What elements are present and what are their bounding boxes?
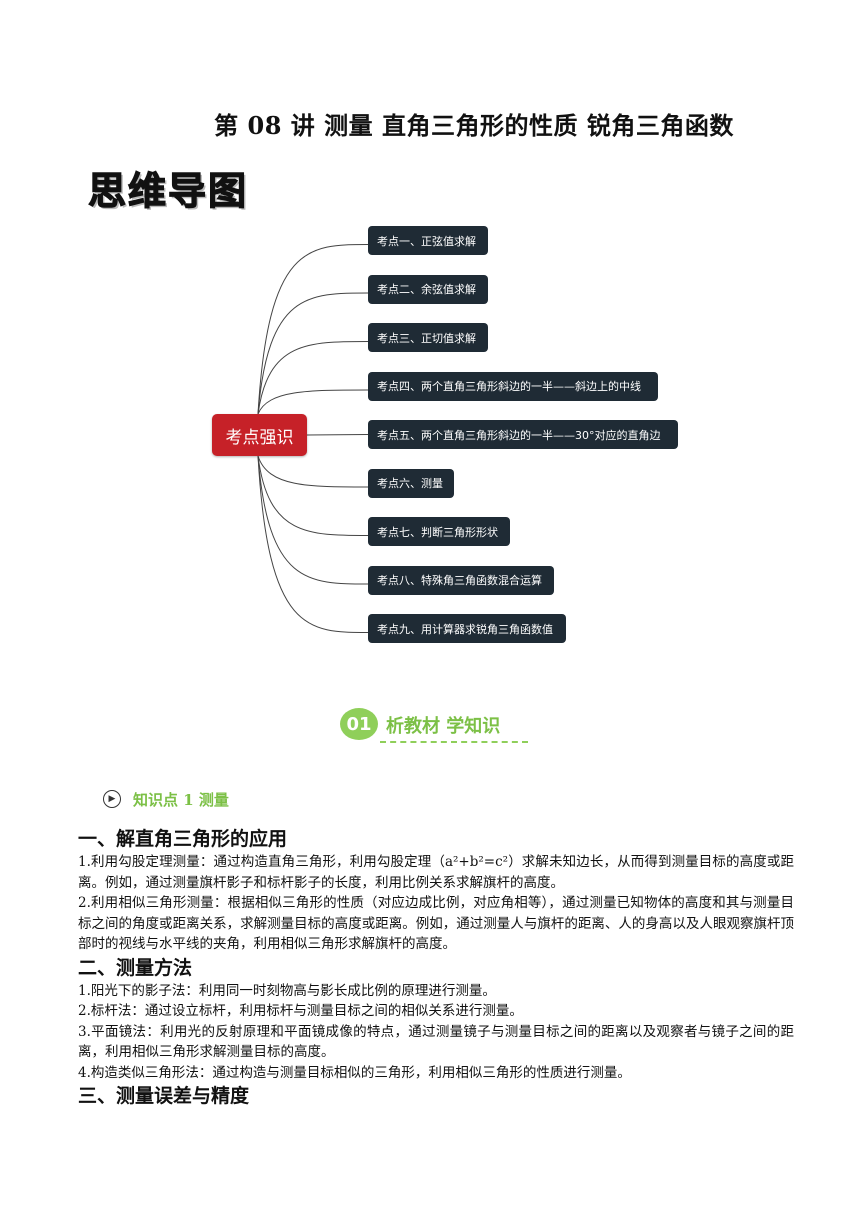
page-title: 第 08 讲 测量 直角三角形的性质 锐角三角函数 bbox=[214, 111, 734, 140]
mindmap-connector-5 bbox=[306, 434, 369, 436]
mindmap-leaf-7: 考点七、判断三角形形状 bbox=[368, 517, 510, 546]
knowledge-point-title: 知识点 1 测量 bbox=[133, 790, 229, 809]
mindmap-leaf-2: 考点二、余弦值求解 bbox=[368, 274, 488, 304]
section-heading: 三、测量误差与精度 bbox=[78, 1085, 250, 1107]
mindmap-leaf-3: 考点三、正切值求解 bbox=[368, 323, 488, 352]
mindmap-connector-2 bbox=[257, 292, 369, 415]
mindmap-leaf-4: 考点四、两个直角三角形斜边的一半——斜边上的中线 bbox=[368, 371, 658, 401]
mindmap-leaf-9: 考点九、用计算器求锐角三角函数值 bbox=[368, 614, 566, 643]
banner-underline bbox=[380, 741, 528, 743]
section-paragraph: 2.标杆法：通过设立标杆，利用标杆与测量目标之间的相似关系进行测量。 bbox=[78, 1003, 523, 1019]
mindmap-leaf-6: 考点六、测量 bbox=[368, 468, 454, 498]
banner-number: 01 bbox=[340, 708, 378, 740]
mindmap-heading: 思维导图 bbox=[87, 168, 249, 213]
mindmap-connector-8 bbox=[257, 455, 369, 585]
mindmap-leaf-8: 考点八、特殊角三角函数混合运算 bbox=[368, 565, 554, 595]
mindmap-connector-6 bbox=[257, 455, 369, 488]
content-body: 一、解直角三角形的应用 1.利用勾股定理测量：通过构造直角三角形，利用勾股定理（a… bbox=[78, 826, 794, 1109]
section-heading: 二、测量方法 bbox=[78, 956, 193, 979]
section-heading: 一、解直角三角形的应用 bbox=[78, 828, 288, 850]
section-paragraph: 2.利用相似三角形测量：根据相似三角形的性质（对应边成比例，对应角相等），通过测… bbox=[78, 895, 794, 952]
banner-text: 析教材 学知识 bbox=[386, 716, 501, 737]
section-paragraph: 3.平面镜法：利用光的反射原理和平面镜成像的特点，通过测量镜子与测量目标之间的距… bbox=[78, 1023, 794, 1061]
knowledge-point-heading: ▶ 知识点 1 测量 bbox=[103, 788, 229, 810]
section-paragraph: 4.构造类似三角形法：通过构造与测量目标相似的三角形，利用相似三角形的性质进行测… bbox=[78, 1064, 631, 1081]
mindmap-connector-9 bbox=[257, 455, 369, 633]
mindmap-connector-7 bbox=[257, 455, 369, 536]
mindmap-leaf-1: 考点一、正弦值求解 bbox=[368, 226, 488, 255]
mindmap-connectors bbox=[257, 244, 369, 633]
section-paragraph: 1.利用勾股定理测量：通过构造直角三角形，利用勾股定理（a²+b²=c²）求解未… bbox=[78, 854, 794, 891]
play-circle-icon: ▶ bbox=[103, 790, 121, 808]
section-paragraph: 1.阳光下的影子法：利用同一时刻物高与影长成比例的原理进行测量。 bbox=[78, 982, 496, 999]
mindmap-leaf-5: 考点五、两个直角三角形斜边的一半——30°对应的直角边 bbox=[368, 420, 678, 449]
mindmap-root-node: 考点强识 bbox=[212, 414, 307, 456]
mindmap-connector-3 bbox=[257, 341, 369, 415]
mindmap-connector-4 bbox=[257, 389, 369, 415]
section-banner: 01 析教材 学知识 bbox=[340, 704, 540, 744]
mindmap-connector-1 bbox=[257, 244, 369, 415]
